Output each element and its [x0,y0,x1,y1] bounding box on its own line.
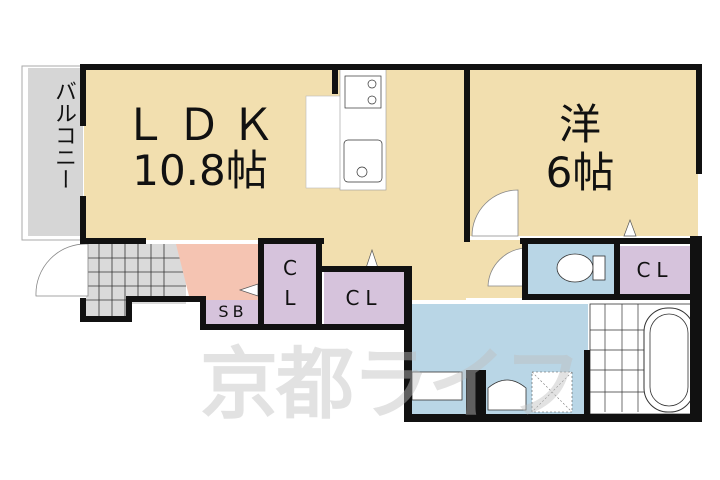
wall-wash-stub [466,370,486,416]
western-room-name: 洋 [558,100,601,149]
wall-western-left [464,64,470,242]
balcony-label: バルコニー [51,80,76,190]
wall-right [696,64,702,174]
shoe-box-label: SB [218,302,248,321]
wall-closet-top [322,266,412,272]
wall-entrance-lower [80,298,86,322]
wall-kitchen-stub [332,64,338,94]
wall-top [80,64,702,70]
closet-right-label: CL [636,258,674,282]
wall-left-upper [80,64,86,126]
closet-small-label-l: L [284,286,296,310]
wall-closet-divider [316,238,322,328]
western-room-size: 6帖 [545,148,615,197]
wall-right-lower [690,236,702,422]
wall-toilet-bottom [522,294,692,300]
wall-entrance-step-v [126,296,132,322]
wall-toilet-left [522,238,528,300]
ldk-room-size: 10.8帖 [132,146,268,195]
wall-closet-bottom [200,324,412,330]
wall-sb-left [200,296,206,328]
wall-left-lower [80,196,86,244]
wall-toilet-right [614,238,620,298]
wall-ldk-bottom-left [80,238,146,244]
wall-entrance-bottom [128,296,206,302]
wall-wash-divider [584,350,590,416]
wall-ldk-bottom-mid [258,238,324,244]
wall-sb-divider [258,244,264,328]
closet-small-label-c: C [283,256,297,280]
wall-closet-right [404,266,412,422]
closet-mid-label: CL [345,286,383,310]
wall-western-bottom [520,238,702,244]
wall-entrance-step [80,316,132,322]
ldk-room-name: ＬＤＫ [123,100,285,151]
watermark: 京都ライフ [200,340,582,430]
wall-bottom [404,414,702,422]
